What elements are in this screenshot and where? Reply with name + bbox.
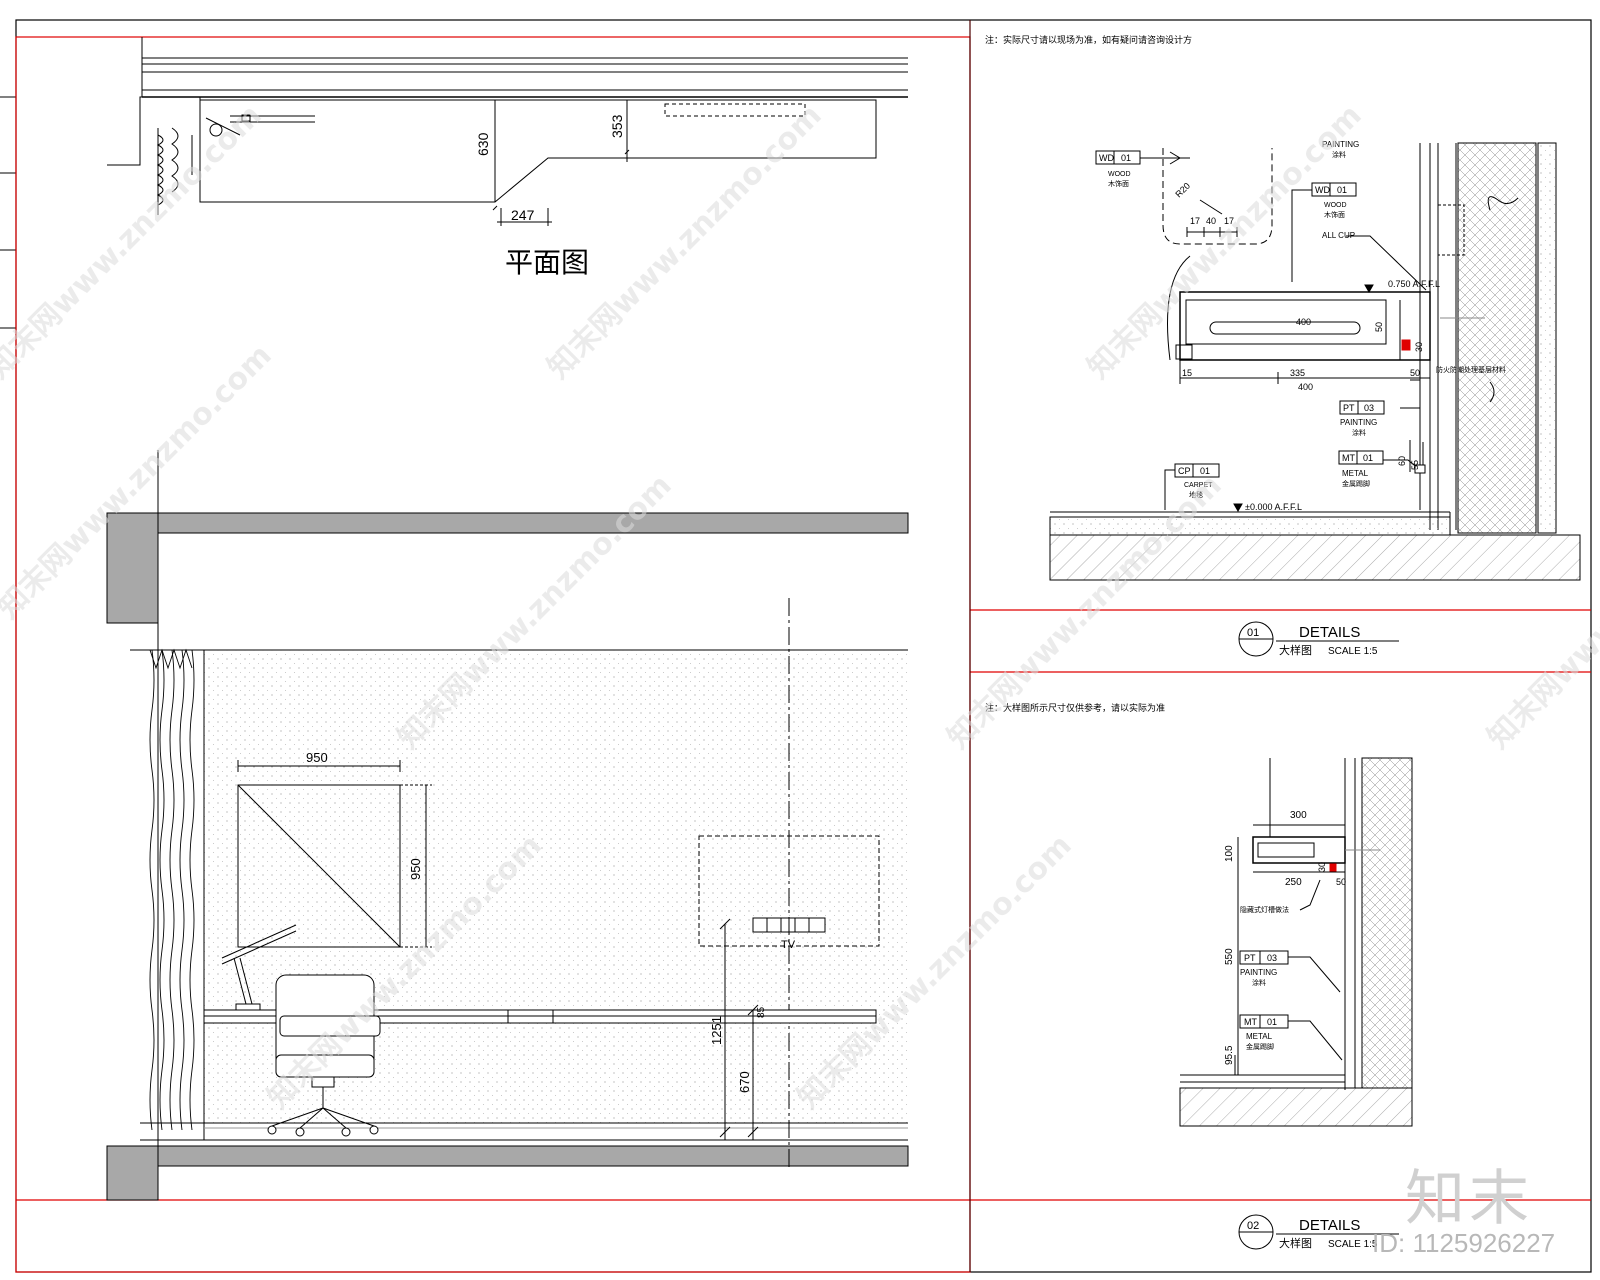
- plan-title: 平面图: [505, 246, 589, 279]
- svg-text:01: 01: [1337, 185, 1347, 195]
- svg-text:涂料: 涂料: [1352, 428, 1366, 437]
- svg-text:03: 03: [1364, 403, 1374, 413]
- svg-text:知末网www.znzmo.com: 知末网www.znzmo.com: [0, 98, 269, 386]
- svg-text:CARPET: CARPET: [1184, 482, 1213, 489]
- detail1-label: 01 DETAILS 大样图 SCALE 1:5: [1238, 621, 1399, 657]
- d1-misc-note: ALL CUP: [1322, 231, 1355, 240]
- svg-text:木饰面: 木饰面: [1108, 179, 1129, 188]
- svg-text:MT: MT: [1342, 453, 1355, 463]
- svg-text:地毯: 地毯: [1189, 490, 1203, 499]
- d2-dim-250: 250: [1285, 877, 1302, 888]
- svg-text:01: 01: [1267, 1017, 1277, 1027]
- svg-text:01: 01: [1363, 453, 1373, 463]
- svg-text:DETAILS: DETAILS: [1299, 624, 1360, 641]
- d1-level-top: 0.750 A.F.F.L: [1388, 279, 1440, 289]
- d1-dim-r20: R20: [1173, 181, 1192, 200]
- d1-dim-400-inner: 400: [1296, 317, 1311, 327]
- svg-text:大样图: 大样图: [1279, 643, 1312, 657]
- d1-callout-pt: PT 03 PAINTING 涂料: [1339, 400, 1385, 437]
- d2-dim-30: 30: [1317, 862, 1327, 872]
- d2-dim-95: 95.5: [1224, 1045, 1235, 1065]
- elev-dim-85: 85: [756, 1006, 767, 1018]
- svg-text:PAINTING: PAINTING: [1240, 968, 1277, 977]
- svg-text:03: 03: [1267, 953, 1277, 963]
- svg-text:SCALE 1:5: SCALE 1:5: [1328, 646, 1378, 657]
- d1-dim-60: 60: [1397, 456, 1407, 466]
- svg-text:WD: WD: [1315, 185, 1330, 195]
- detail1-note: 注：实际尺寸请以现场为准，如有疑问请咨询设计方: [985, 34, 1192, 46]
- d1-level-floor: ±0.000 A.F.F.L: [1245, 502, 1302, 512]
- d2-callout-pt: PT 03 PAINTING 涂料: [1239, 950, 1289, 987]
- svg-text:01: 01: [1200, 466, 1210, 476]
- d1-dim-50-h: 50: [1410, 368, 1420, 378]
- d2-dim-100: 100: [1224, 845, 1235, 862]
- id-label: ID: 1125926227: [1372, 1228, 1556, 1258]
- d1-callout-cp: CP 01 CARPET 地毯: [1174, 463, 1220, 499]
- svg-text:木饰面: 木饰面: [1324, 210, 1345, 219]
- svg-text:01: 01: [1121, 153, 1131, 163]
- elevation-view: [106, 450, 909, 1201]
- d1-dim-55: 55: [1410, 460, 1420, 470]
- brand-logo: 知末: [1405, 1164, 1533, 1234]
- svg-text:DETAILS: DETAILS: [1299, 1217, 1360, 1234]
- svg-text:MT: MT: [1244, 1017, 1257, 1027]
- d1-dim-335: 335: [1290, 368, 1305, 378]
- d2-side-note: 隐藏式灯槽做法: [1240, 905, 1289, 914]
- svg-text:知末网www.znzmo.com: 知末网www.znzmo.com: [541, 98, 829, 386]
- svg-text:WOOD: WOOD: [1324, 202, 1347, 209]
- svg-text:PT: PT: [1244, 953, 1256, 963]
- d1-dim-17a: 17: [1190, 216, 1200, 226]
- d2-callout-mt: MT 01 METAL 金属踢脚: [1239, 1014, 1289, 1051]
- d1-top-label: PAINTING: [1322, 140, 1359, 149]
- detail2-drawing: [1179, 757, 1413, 1127]
- svg-text:WOOD: WOOD: [1108, 171, 1131, 178]
- svg-text:PT: PT: [1343, 403, 1355, 413]
- d2-dim-50: 50: [1336, 877, 1346, 887]
- svg-text:知末网www.znzmo.com: 知末网www.znzmo.com: [1081, 98, 1369, 386]
- svg-text:WD: WD: [1099, 153, 1114, 163]
- d2-dim-300: 300: [1290, 810, 1307, 821]
- svg-text:METAL: METAL: [1246, 1032, 1273, 1041]
- d1-dim-400: 400: [1298, 382, 1313, 392]
- d1-dim-40: 40: [1206, 216, 1216, 226]
- elev-dim-height: 950: [408, 858, 423, 880]
- plan-dim-247: 247: [511, 207, 535, 223]
- d1-callout-mt: MT 01 METAL 金属踢脚: [1338, 450, 1384, 488]
- svg-text:PAINTING: PAINTING: [1340, 418, 1377, 427]
- detail2-note: 注：大样图所示尺寸仅供参考，请以实际为准: [985, 702, 1165, 714]
- plan-dim-353: 353: [609, 114, 625, 138]
- svg-text:金属踢脚: 金属踢脚: [1246, 1042, 1274, 1051]
- svg-text:METAL: METAL: [1342, 469, 1369, 478]
- svg-text:CP: CP: [1178, 466, 1191, 476]
- plan-dim-630: 630: [475, 132, 491, 156]
- detail1-drawing: [1049, 142, 1581, 581]
- d1-callout-wd-right: WD 01 WOOD 木饰面: [1311, 182, 1357, 219]
- svg-text:大样图: 大样图: [1279, 1236, 1312, 1250]
- d1-dim-15: 15: [1182, 368, 1192, 378]
- d1-dim-30: 30: [1414, 342, 1424, 352]
- svg-text:02: 02: [1247, 1220, 1259, 1232]
- svg-text:SCALE 1:5: SCALE 1:5: [1328, 1239, 1378, 1250]
- d2-dim-550: 550: [1224, 948, 1235, 965]
- d1-callout-wd-left: WD 01 WOOD 木饰面: [1095, 150, 1141, 188]
- svg-text:涂料: 涂料: [1252, 978, 1266, 987]
- d1-side-note: 防火防潮处理基层材料: [1436, 365, 1506, 374]
- d1-top-label-cn: 涂料: [1332, 150, 1346, 159]
- plan-view: [107, 37, 908, 226]
- d1-dim-50-v: 50: [1374, 322, 1384, 332]
- detail2-label: 02 DETAILS 大样图 SCALE 1:5: [1238, 1214, 1399, 1250]
- svg-text:01: 01: [1247, 627, 1259, 639]
- elev-dim-1251: 1251: [709, 1016, 724, 1045]
- d1-dim-17b: 17: [1224, 216, 1234, 226]
- tv-label: TV: [781, 939, 796, 951]
- elev-dim-670: 670: [737, 1071, 752, 1093]
- elev-dim-width: 950: [306, 750, 328, 765]
- svg-text:金属踢脚: 金属踢脚: [1342, 479, 1370, 488]
